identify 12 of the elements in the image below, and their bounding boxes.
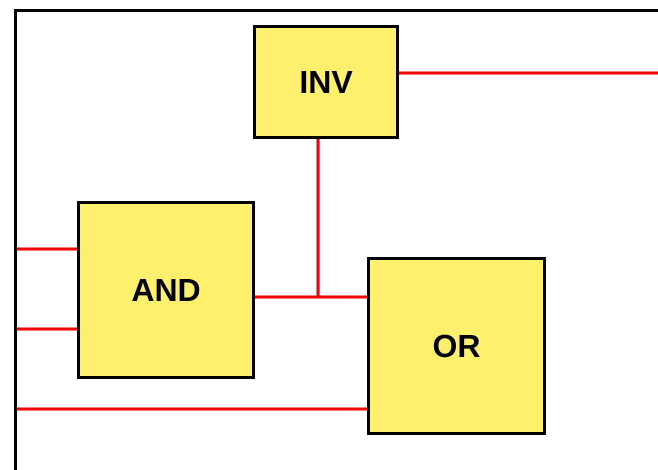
wire <box>16 328 77 330</box>
wire <box>16 408 367 410</box>
gate-box <box>253 25 399 139</box>
wire <box>16 248 77 250</box>
gate-box <box>77 201 255 379</box>
wire <box>399 72 658 74</box>
frame-box <box>14 9 658 470</box>
gate-label: OR <box>432 330 480 362</box>
gate-box <box>367 257 546 435</box>
gate-label: INV <box>299 66 353 98</box>
gate-label: AND <box>131 274 201 306</box>
wire <box>255 139 320 298</box>
